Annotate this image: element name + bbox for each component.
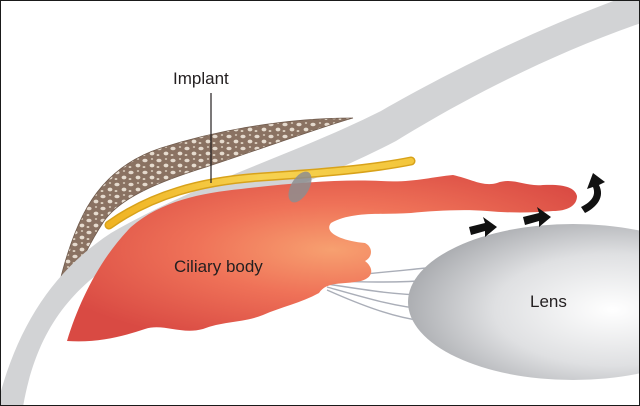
label-ciliary-body: Ciliary body [174,257,263,277]
lens-shape [408,224,640,380]
curved-arrow [581,173,605,213]
label-lens: Lens [530,292,567,312]
label-implant: Implant [173,69,229,89]
